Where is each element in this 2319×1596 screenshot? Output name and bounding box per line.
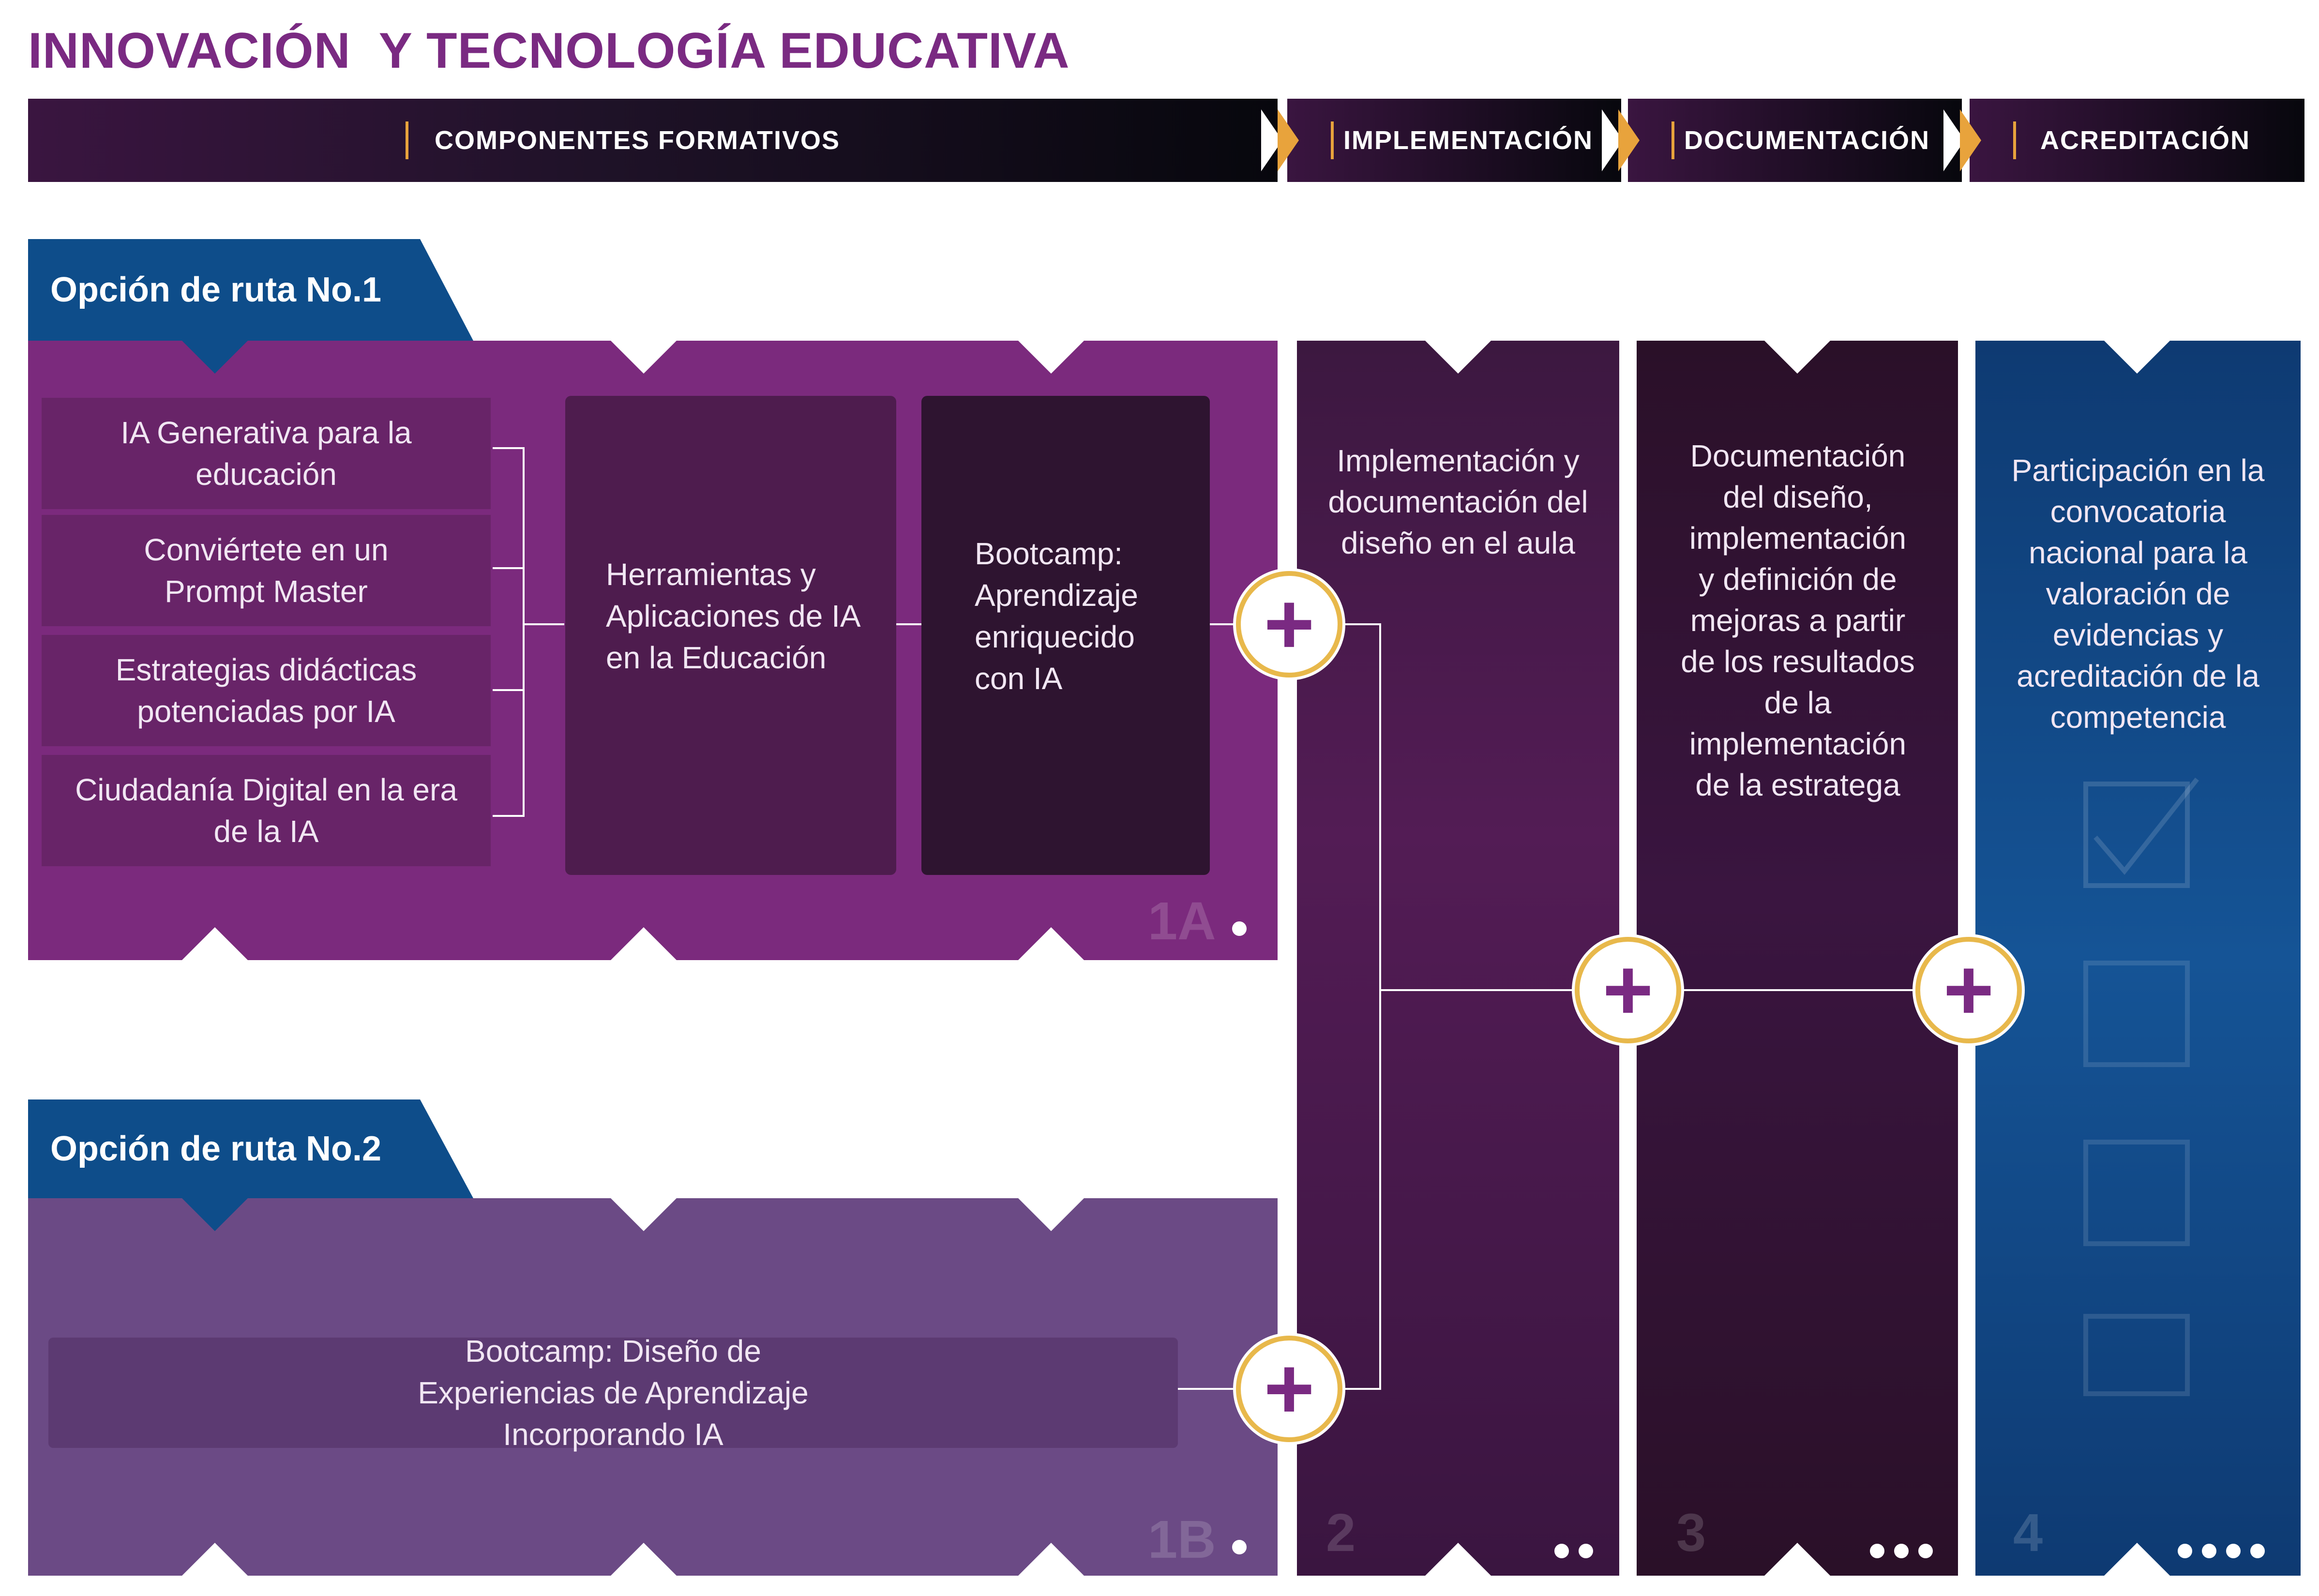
notch — [611, 1198, 677, 1231]
plus-icon: + — [1236, 571, 1342, 678]
connector-line — [493, 815, 525, 817]
connector-line — [525, 623, 564, 625]
route-1-label: Opción de ruta No.1 — [50, 271, 382, 309]
step-dot — [1894, 1544, 1909, 1558]
divider-tick — [1671, 121, 1674, 159]
step-dot — [2202, 1544, 2216, 1558]
notch — [611, 1543, 677, 1576]
accreditation-text: Participación en la convocatoria naciona… — [2011, 453, 2265, 735]
notch — [1018, 927, 1084, 960]
connector-line — [493, 447, 525, 449]
bootcamp-card: Bootcamp: Aprendizaje enriquecido con IA — [921, 396, 1210, 875]
phase-label-documentation: DOCUMENTACIÓN — [1684, 126, 1930, 155]
route-1-number: 1A — [1148, 891, 1216, 951]
connector-line — [1340, 623, 1381, 625]
step-dot — [1918, 1544, 1933, 1558]
step-dot — [1579, 1544, 1593, 1558]
documentation-column — [1637, 341, 1958, 1576]
connector-line — [896, 623, 921, 625]
notch — [1764, 341, 1830, 374]
notch — [1018, 341, 1084, 374]
checkbox-checked-icon — [2083, 777, 2199, 888]
step-dot — [1870, 1544, 1884, 1558]
course-card: Conviértete en un Prompt Master — [42, 515, 491, 626]
accreditation-column — [1975, 341, 2301, 1576]
phase-bar-documentation: DOCUMENTACIÓN — [1628, 99, 1962, 182]
plus-icon: + — [1915, 937, 2022, 1043]
step-dot — [1232, 1540, 1247, 1554]
chevron-right-icon — [1618, 109, 1640, 171]
course-card: Estrategias didácticas potenciadas por I… — [42, 635, 491, 746]
connector-line — [1379, 623, 1381, 1390]
implementation-number: 2 — [1326, 1503, 1356, 1563]
accreditation-number: 4 — [2013, 1503, 2043, 1563]
course-card: IA Generativa para la educación — [42, 398, 491, 509]
connector-line — [493, 689, 525, 691]
divider-tick — [1331, 121, 1334, 159]
tools-label: Herramientas y Aplicaciones de IA en la … — [606, 557, 859, 675]
connector-line — [1178, 1388, 1239, 1390]
page-title: INNOVACIÓN Y TECNOLOGÍA EDUCATIVA — [28, 23, 1070, 79]
course-label: IA Generativa para la educación — [120, 415, 412, 492]
course-label: Ciudadanía Digital en la era de la IA — [75, 772, 457, 849]
connector-line — [1340, 1388, 1381, 1390]
route-1-tab: Opción de ruta No.1 — [28, 239, 473, 341]
connector-line — [523, 447, 525, 817]
phase-bar-accreditation: ACREDITACIÓN — [1970, 99, 2304, 182]
phase-label-accreditation: ACREDITACIÓN — [2040, 126, 2250, 155]
plus-icon: + — [1575, 937, 1681, 1043]
route-2-label: Opción de ruta No.2 — [50, 1129, 382, 1168]
phase-bar-implementation: IMPLEMENTACIÓN — [1287, 99, 1621, 182]
step-dot — [1554, 1544, 1569, 1558]
connector-line — [493, 567, 525, 569]
notch — [2104, 341, 2170, 374]
notch — [1764, 1543, 1830, 1576]
plus-icon: + — [1236, 1336, 1342, 1442]
course-label: Conviértete en un Prompt Master — [144, 532, 389, 609]
chevron-right-icon — [1278, 109, 1299, 171]
implementation-text: Implementación y documentación del diseñ… — [1328, 443, 1588, 560]
notch — [611, 927, 677, 960]
notch — [1018, 1543, 1084, 1576]
connector-line — [1210, 623, 1239, 625]
step-dot — [2226, 1544, 2241, 1558]
notch — [182, 1543, 248, 1576]
notch — [2104, 1543, 2170, 1576]
notch — [1425, 341, 1491, 374]
notch — [182, 1198, 248, 1231]
bootcamp-card: Bootcamp: Diseño de Experiencias de Apre… — [48, 1334, 1178, 1452]
notch — [182, 927, 248, 960]
notch — [1425, 1543, 1491, 1576]
course-card: Ciudadanía Digital en la era de la IA — [42, 755, 491, 866]
step-dot — [2250, 1544, 2265, 1558]
phase-label-implementation: IMPLEMENTACIÓN — [1343, 126, 1593, 155]
documentation-text: Documentación del diseño, implementación… — [1681, 438, 1915, 802]
bootcamp-label: Bootcamp: Aprendizaje enriquecido con IA — [975, 536, 1138, 696]
implementation-column — [1297, 341, 1619, 1576]
phase-label-components: COMPONENTES FORMATIVOS — [435, 126, 841, 155]
checklist-graphic — [2083, 777, 2199, 1396]
route-2-number: 1B — [1148, 1510, 1216, 1569]
checkbox-icon — [2083, 961, 2190, 1396]
divider-tick — [406, 121, 408, 159]
documentation-number: 3 — [1676, 1503, 1706, 1563]
notch — [1018, 1198, 1084, 1231]
course-label: Estrategias didácticas potenciadas por I… — [115, 652, 417, 729]
bootcamp-label: Bootcamp: Diseño de Experiencias de Apre… — [418, 1334, 809, 1452]
chevron-right-icon — [1960, 109, 1981, 171]
tools-card: Herramientas y Aplicaciones de IA en la … — [565, 396, 896, 875]
route-2-tab: Opción de ruta No.2 — [28, 1099, 473, 1198]
step-dot — [2178, 1544, 2192, 1558]
notch — [182, 341, 248, 374]
step-dot — [1232, 921, 1247, 936]
notch — [611, 341, 677, 374]
divider-tick — [2013, 121, 2016, 159]
phase-bar-components: COMPONENTES FORMATIVOS — [28, 99, 1278, 182]
